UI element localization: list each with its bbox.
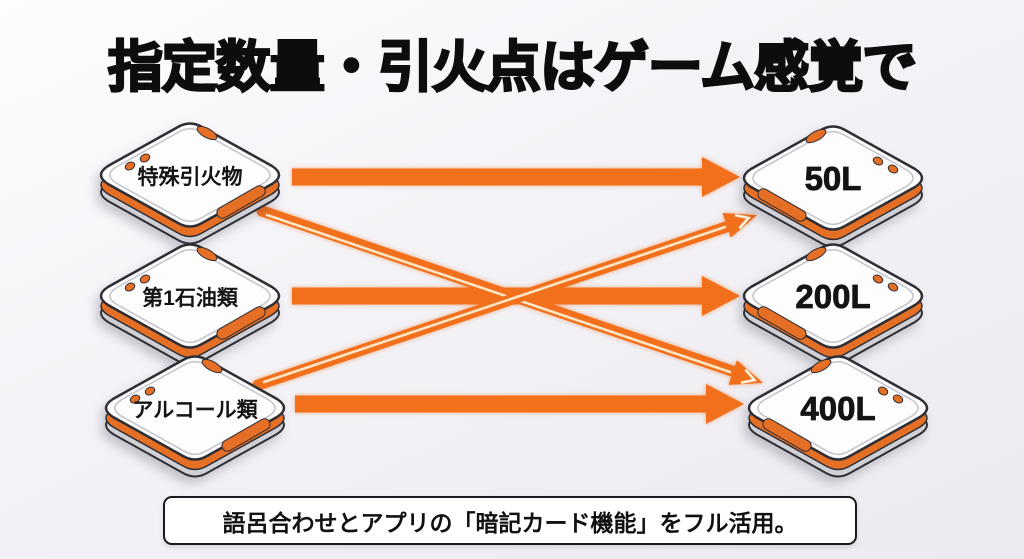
card-alcohol-rui: アルコール類 <box>95 351 295 485</box>
card-label: アルコール類 <box>132 399 258 422</box>
arrow-alcohol-to-50l <box>252 213 757 391</box>
caption-text: 語呂合わせとアプリの「暗記カード機能」をフル活用。 <box>222 509 798 536</box>
arrow-tokushu-to-400l <box>256 205 763 385</box>
card-200l: 200L <box>733 239 933 373</box>
card-label: 400L <box>800 390 876 428</box>
card-label: 第1石油類 <box>142 287 238 310</box>
arrow-alcohol-to-400l <box>295 384 744 424</box>
card-dai1sekiyurui: 第1石油類 <box>90 239 290 373</box>
caption-box: 語呂合わせとアプリの「暗記カード機能」をフル活用。 <box>163 496 857 545</box>
card-50l: 50L <box>733 121 933 255</box>
card-label: 特殊引火物 <box>137 166 243 189</box>
card-400l: 400L <box>738 351 938 485</box>
card-label: 50L <box>804 160 862 198</box>
page-title: 指定数量・引火点はゲーム感覚で <box>107 35 919 99</box>
card-tokushu-inkabutsu: 特殊引火物 <box>90 118 290 252</box>
card-label: 200L <box>795 278 871 316</box>
arrow-tokushu-to-50l <box>292 157 740 197</box>
